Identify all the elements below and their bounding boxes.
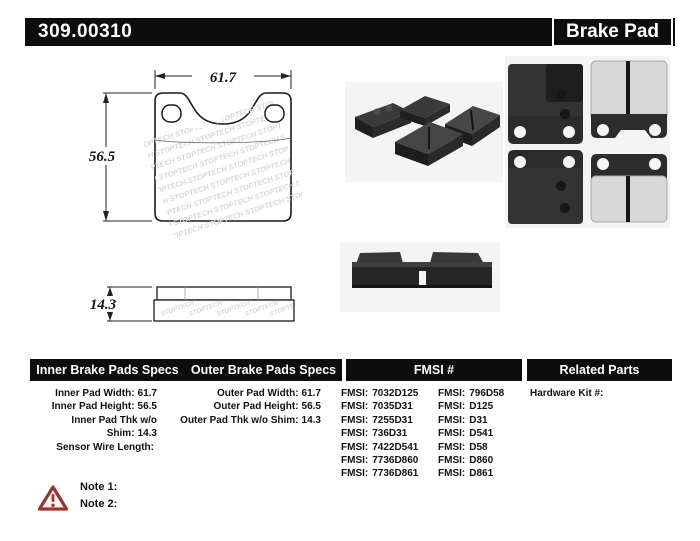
- fmsi-column-1: FMSI:7032D125 FMSI:7035D31 FMSI:7255D31 …: [341, 387, 433, 481]
- thickness-dim-label: 14.3: [90, 297, 117, 313]
- product-type-box: Brake Pad: [552, 17, 673, 47]
- fmsi-row: FMSI:D31: [438, 414, 488, 426]
- fmsi-row: FMSI:7736D861: [341, 468, 419, 480]
- spec-row: Hardware Kit #:: [530, 388, 604, 399]
- technical-drawing: STOPTECH STOPTECH STOPTECH STOPTECH STOP…: [83, 70, 304, 322]
- fmsi-row: FMSI:7255D31: [341, 414, 413, 426]
- arrow-up: [103, 93, 109, 103]
- fmsi-row: FMSI:7035D31: [341, 401, 413, 413]
- fmsi-row: FMSI:D541: [438, 428, 494, 440]
- fmsi-row: FMSI:D860: [438, 455, 494, 467]
- spec-row: Inner Pad Width:61.7: [55, 388, 157, 399]
- pad-chamfer-line: [154, 137, 292, 144]
- fmsi-row: FMSI:7032D125: [341, 388, 419, 399]
- spec-row: Outer Pad Width:61.7: [216, 388, 321, 399]
- fmsi-row: FMSI:736D31: [341, 428, 408, 440]
- outer-specs-column: Outer Pad Width:61.7 Outer Pad Height:56…: [180, 387, 321, 427]
- height-dim-label: 56.5: [89, 149, 116, 165]
- note-1: Note 1:: [80, 481, 118, 493]
- inner-specs-header: Inner Brake Pads Specs: [36, 363, 179, 377]
- fmsi-row: FMSI:7422D541: [341, 441, 419, 453]
- pad-side-friction: [153, 299, 295, 322]
- fmsi-row: FMSI:D125: [438, 401, 494, 413]
- spec-row: Outer Pad Thk w/o Shim:14.3: [180, 414, 321, 426]
- product-photo-pad-edge: [340, 242, 500, 312]
- fmsi-header: FMSI #: [413, 363, 455, 377]
- fmsi-row: FMSI:7736D860: [341, 455, 419, 467]
- fmsi-header-bar: FMSI #: [346, 359, 522, 381]
- outer-specs-header: Outer Brake Pads Specs: [190, 363, 337, 377]
- inner-specs-column: Inner Pad Width:61.7 Inner Pad Height:56…: [25, 387, 157, 454]
- product-photo-pad-faces: [505, 56, 670, 228]
- fmsi-row: FMSI:D58: [438, 441, 488, 453]
- arrow-right: [281, 73, 291, 79]
- fmsi-row: FMSI:D861: [438, 468, 494, 480]
- part-number: 309.00310: [38, 21, 133, 42]
- spec-row: Inner Pad Height:56.5: [51, 401, 157, 413]
- width-dim-label: 61.7: [210, 70, 237, 86]
- pad-front-outline: [154, 92, 292, 222]
- product-type-label: Brake Pad: [566, 21, 659, 42]
- warning-icon: [37, 485, 69, 511]
- product-photo-pad-set: [345, 82, 503, 182]
- pad-side-plate: [156, 286, 292, 301]
- spec-row: Inner Pad Thk w/o Shim:14.3: [71, 414, 157, 440]
- arrow-down: [103, 211, 109, 221]
- pad-hole-right: [264, 104, 285, 123]
- dim-label-bg: [84, 296, 122, 312]
- specs-header-bar: Inner Brake Pads Specs Outer Brake Pads …: [30, 359, 342, 381]
- pad-hole-left: [161, 104, 182, 123]
- arrow-left: [155, 73, 165, 79]
- spec-row: Sensor Wire Length:: [56, 441, 154, 453]
- note-2: Note 2:: [80, 498, 118, 510]
- arrow-down: [107, 312, 113, 321]
- arrow-up: [107, 287, 113, 296]
- dim-label-bg: [83, 147, 121, 165]
- fmsi-column-2: FMSI:796D58 FMSI:D125 FMSI:D31 FMSI:D541…: [438, 387, 522, 481]
- related-parts-column: Hardware Kit #:: [530, 387, 672, 400]
- header-bar: 309.00310 Brake Pad: [25, 17, 675, 47]
- spec-row: Outer Pad Height:56.5: [213, 401, 321, 413]
- related-parts-header: Related Parts: [559, 363, 640, 377]
- fmsi-row: FMSI:796D58: [438, 388, 505, 399]
- related-parts-header-bar: Related Parts: [527, 359, 672, 381]
